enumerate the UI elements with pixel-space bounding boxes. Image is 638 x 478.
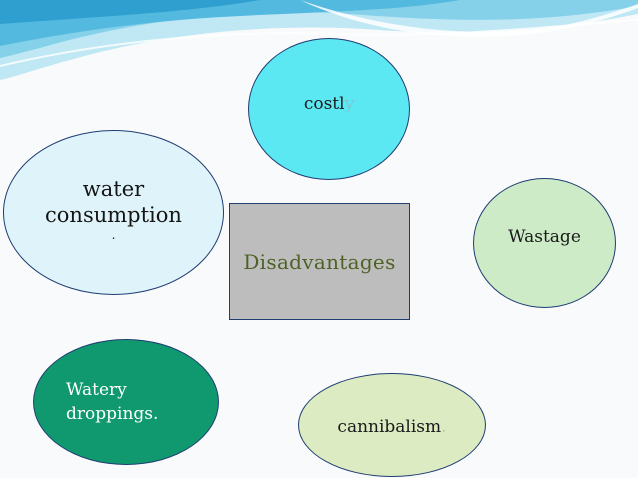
water-consumption-label: water consumption . xyxy=(45,176,182,242)
wastage-label: Wastage xyxy=(508,227,581,247)
cannibalism-label: cannibalism. xyxy=(337,417,447,437)
disadvantages-center-box: Disadvantages xyxy=(229,203,410,320)
watery-droppings-label: Watery droppings. xyxy=(66,380,159,424)
disadvantages-label: Disadvantages xyxy=(243,249,396,274)
water-consumption-node: water consumption . xyxy=(3,130,224,295)
cannibalism-node: cannibalism. xyxy=(298,373,486,477)
costly-node: costly xyxy=(248,38,410,180)
wastage-node: Wastage xyxy=(473,178,616,308)
costly-label: costly xyxy=(303,94,355,114)
header-wave-decoration xyxy=(0,0,638,80)
watery-droppings-node: Watery droppings. xyxy=(33,339,219,465)
